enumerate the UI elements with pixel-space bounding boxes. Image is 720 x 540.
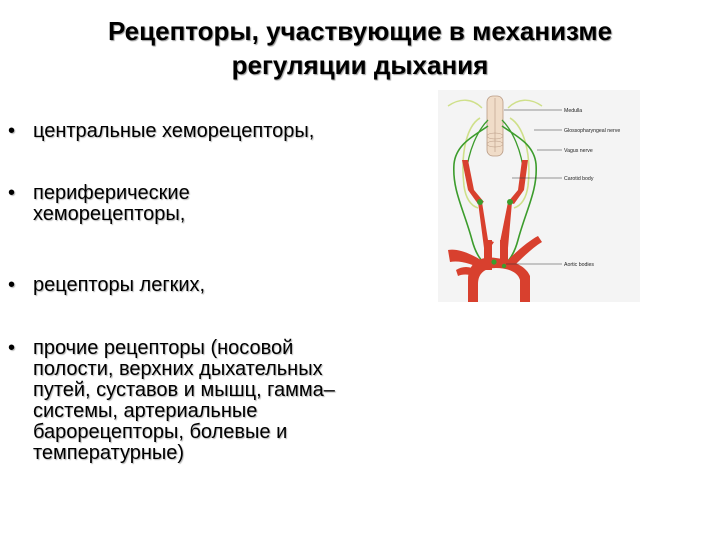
label-medulla: Medulla	[564, 108, 582, 114]
slide-title: Рецепторы, участвующие в механизме регул…	[60, 14, 660, 82]
bullet-line: путей, суставов и мышц, гамма–	[33, 379, 335, 401]
medulla-shape	[486, 95, 504, 157]
glossopharyngeal-nerve-right	[509, 117, 530, 209]
bullet-line: хеморецепторы,	[33, 203, 186, 225]
nerve-fiber-top-left	[447, 99, 483, 109]
title-line-1: Рецепторы, участвующие в механизме	[107, 16, 613, 46]
aortic-arch-shape	[468, 257, 530, 302]
bullet-marker: •	[8, 274, 16, 296]
vagus-nerve-left	[453, 125, 489, 265]
bullet-line: полости, верхних дыхательных	[33, 358, 323, 380]
brachiocephalic	[456, 267, 476, 276]
carotid-branch-right	[508, 160, 528, 204]
label-glossopharyngeal-nerve: Glossopharyngeal nerve	[564, 128, 620, 134]
carotid-artery-left	[478, 202, 494, 248]
bullet-marker: •	[8, 182, 16, 204]
glossopharyngeal-nerve-left	[462, 117, 481, 209]
label-carotid-body: Carotid body	[564, 176, 594, 182]
bullet-line: прочие рецепторы (носовой	[33, 337, 294, 359]
aortic-body-2	[501, 263, 507, 269]
carotid-body-left	[477, 199, 483, 205]
leader-lines	[504, 109, 562, 265]
bullet-line: рецепторы легких,	[33, 274, 206, 296]
aortic-arch	[448, 236, 542, 302]
vagus-nerve-right	[501, 125, 537, 265]
aortic-body-1	[491, 259, 497, 265]
nerve-fiber-top-right	[507, 99, 543, 109]
bullet-line: барорецепторы, болевые и	[33, 421, 288, 443]
carotid-artery-right	[500, 202, 512, 248]
bullet-marker: •	[8, 120, 16, 142]
bullet-line: центральные хеморецепторы,	[33, 120, 315, 142]
bullet-marker: •	[8, 337, 16, 359]
title-line-2: регуляции дыхания	[231, 50, 489, 80]
label-aortic-bodies: Aortic bodies	[564, 262, 594, 268]
bullet-line: периферические	[33, 182, 190, 204]
bullet-line: температурные)	[33, 442, 185, 464]
label-vagus-nerve: Vagus nerve	[564, 148, 593, 154]
subclavian-right	[508, 236, 542, 270]
bullet-line: системы, артериальные	[33, 400, 258, 422]
carotid-branch-left	[462, 160, 484, 204]
anatomy-diagram: Medulla Glossopharyngeal nerve Vagus ner…	[447, 95, 620, 302]
receptor-anatomy-figure: Medulla Glossopharyngeal nerve Vagus ner…	[438, 90, 640, 302]
carotid-body-right	[507, 199, 513, 205]
